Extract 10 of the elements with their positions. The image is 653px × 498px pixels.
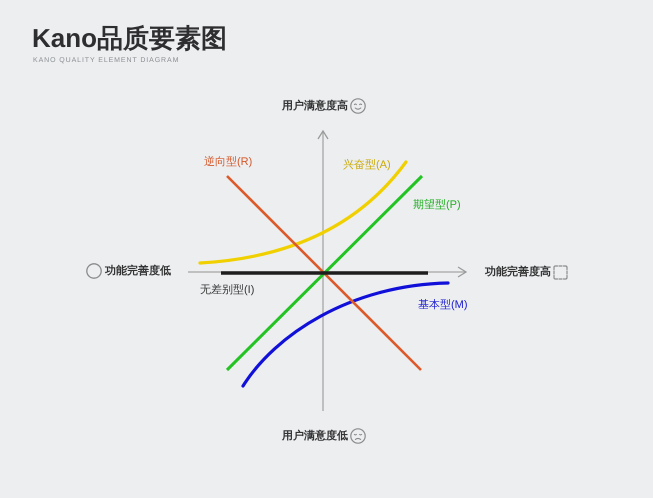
axis-label: 用户满意度低 — [282, 429, 348, 443]
axis-label: 功能完善度低 — [105, 264, 171, 278]
title: Kano品质要素图 — [32, 22, 227, 54]
curve-label: 基本型(M) — [418, 298, 468, 312]
curve-label: 无差别型(I) — [200, 283, 254, 297]
axis-label: 功能完善度高 — [485, 265, 551, 279]
curve-label: 逆向型(R) — [204, 155, 252, 169]
axis-label: 用户满意度高 — [282, 99, 348, 113]
curve-label: 兴奋型(A) — [343, 158, 391, 172]
curve-label: 期望型(P) — [413, 198, 461, 212]
